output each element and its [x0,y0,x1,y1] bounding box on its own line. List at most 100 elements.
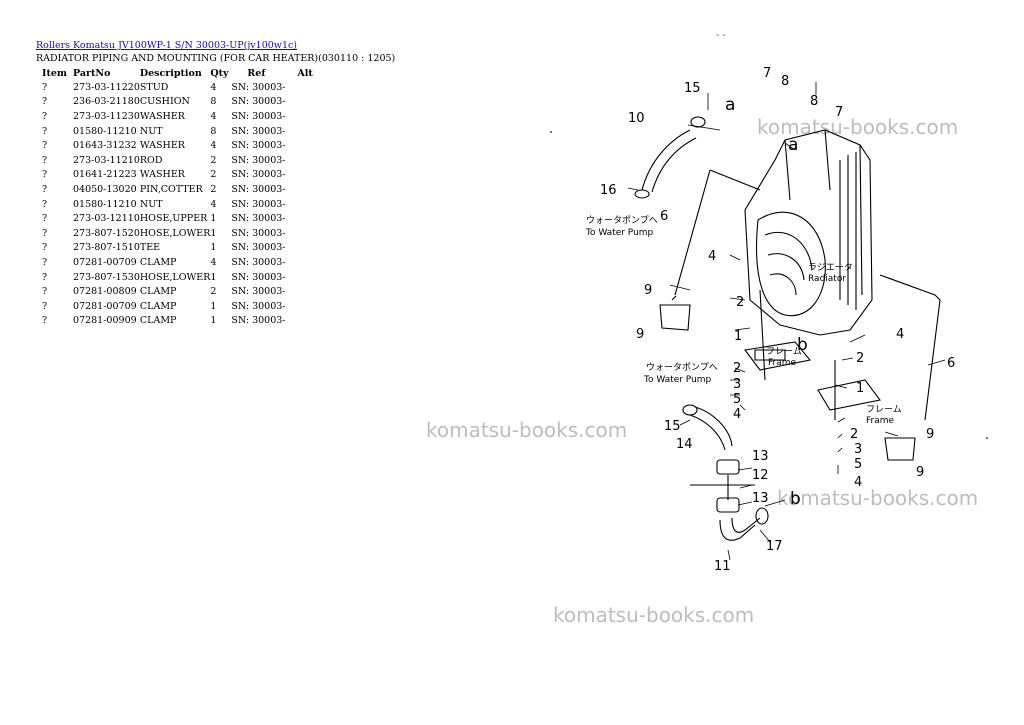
cell-ref: SN: 30003- [231,213,286,225]
cell-partno: 07281-00709 [73,300,137,312]
callout-8-top: 8 [781,74,789,89]
cell-alt [297,314,317,329]
column-header-description: Description [139,67,202,79]
cell-item: ? [42,300,48,312]
callout-3-right: 3 [854,442,862,457]
stud-mount-left [754,289,786,381]
callout-6-right: 6 [947,356,955,371]
column-header-partno: PartNo [73,67,111,79]
letter-b-center: b [797,335,808,355]
callout-4-right: 4 [896,327,904,342]
cell-partno: 273-03-12110 [73,213,140,225]
callout-7: 7 [835,105,843,120]
to-water-pump-jp-upper: ウォータポンプへ [586,215,658,226]
cell-ref: SN: 30003- [231,256,286,268]
cell-ref: SN: 30003- [231,315,286,327]
cell-alt [297,182,317,197]
cell-partno: 07281-00709 [73,256,137,268]
cell-alt [297,153,317,168]
parts-table: Item PartNo Description Qty Ref Alt ?273… [36,66,317,328]
cell-description: HOSE,UPPER [139,213,208,225]
cell-item: ? [42,81,48,93]
cell-alt [297,109,317,124]
callout-4-left: 4 [708,249,716,264]
upper-hose [641,129,697,193]
clamp-17 [755,507,769,525]
cell-qty: 2 [210,154,217,166]
column-header-item: Item [42,67,67,79]
watermark: komatsu-books.com [757,115,959,139]
stray-dot [986,437,988,439]
callout-11: 11 [714,559,731,574]
cell-ref: SN: 30003- [231,300,286,312]
cell-ref: SN: 30003- [231,183,286,195]
callout-15: 15 [684,81,701,96]
cell-item: ? [42,125,48,137]
callout-2-left: 2 [733,361,741,376]
cell-qty: 2 [210,286,217,298]
cell-partno: 07281-00909 [73,315,137,327]
callout-15-lower: 15 [664,419,681,434]
bracket-right [884,437,916,461]
cell-ref: SN: 30003- [231,110,286,122]
cell-qty: 4 [210,256,217,268]
cell-ref: SN: 30003- [231,271,286,283]
cell-qty: 4 [210,110,217,122]
cell-ref: SN: 30003- [231,286,286,298]
callout-numbers: 15 10 16 6 7 8 8 7 4 9 2 9 1 4 2 6 2 3 5… [600,66,955,574]
cell-item: ? [42,169,48,181]
letter-a-upper: a [725,95,735,115]
cell-partno: 273-807-1530 [73,271,140,283]
cell-item: ? [42,183,48,195]
cell-alt [297,284,317,299]
callout-9-right-upper: 9 [926,427,934,442]
cell-qty: 8 [210,96,217,108]
frame-plate-left [744,341,812,371]
bracket-left [659,304,691,331]
cell-partno: 236-03-21180 [73,96,140,108]
column-header-qty: Qty [210,67,229,79]
cell-description: HOSE,LOWER [139,227,211,239]
cell-description: STUD [139,81,169,93]
radiator-edge-lines [784,129,863,296]
cell-item: ? [42,242,48,254]
cell-qty: 1 [210,213,217,225]
exploded-parts-diagram: 15 10 16 6 7 8 8 7 4 9 2 9 1 4 2 6 2 3 5… [585,66,955,574]
cell-alt [297,197,317,212]
tee-12 [690,475,755,500]
cell-ref: SN: 30003- [231,154,286,166]
callout-13-upper: 13 [752,449,769,464]
column-header-ref: Ref [247,67,266,79]
cell-qty: 1 [210,227,217,239]
cell-item: ? [42,96,48,108]
callout-9-upper: 9 [644,283,652,298]
clamp-15-upper [690,116,706,128]
page-title: RADIATOR PIPING AND MOUNTING (FOR CAR HE… [36,53,396,64]
breadcrumb-link[interactable]: Rollers Komatsu JV100WP-1 S/N 30003-UP(j… [36,40,298,51]
radiator-label-jp: ラジエータ [808,262,853,273]
cell-description: TEE [139,242,161,254]
cell-ref: SN: 30003- [231,81,286,93]
cell-item: ? [42,154,48,166]
watermark: komatsu-books.com [777,486,979,510]
rod-left [671,169,711,301]
to-water-pump-en-lower: To Water Pump [643,375,712,385]
letter-b-lower: b [790,489,801,509]
callout-2-upper: 2 [736,295,744,310]
cell-partno: 01580-11210 [73,125,137,137]
cell-qty: 4 [210,198,217,210]
callout-13-lower: 13 [752,491,769,506]
frame-label-en-right: Frame [866,416,895,426]
cell-item: ? [42,213,48,225]
cell-partno: 273-807-1520 [73,227,140,239]
clamp-15-lower [682,404,698,416]
radiator-shroud-fins [764,231,813,296]
